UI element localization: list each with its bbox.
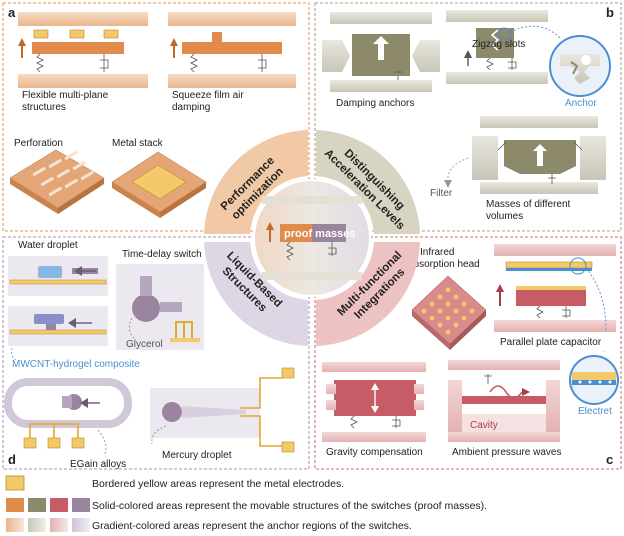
zigzag-slots-diagram: [446, 10, 561, 84]
damping-anchors-label: Damping anchors: [336, 98, 414, 109]
mercury-label: Mercury droplet: [162, 450, 232, 461]
wedge-liquid: [204, 242, 308, 346]
squeeze-film-label: Squeeze film air: [172, 90, 244, 101]
panel-b-letter: b: [606, 5, 614, 20]
mwcnt-diagram: [8, 306, 108, 361]
ambient-pressure-diagram: [448, 360, 560, 460]
metal-stack-plate: [111, 151, 207, 218]
panel-c-frame: [314, 236, 622, 470]
masses-volumes-label: Masses of different: [486, 199, 571, 210]
legend-solid-violet: [72, 498, 90, 512]
legend-electrodes-text: Bordered yellow areas represent the meta…: [92, 478, 344, 490]
time-delay-label: Time-delay switch: [122, 249, 202, 260]
legend-gradient-violet: [72, 518, 90, 532]
legend-solid-olive: [28, 498, 46, 512]
wedge-multifunctional: [316, 242, 420, 346]
flexible-multiplane-label-2: structures: [22, 102, 66, 113]
water-droplet-diagram: [8, 256, 108, 296]
gravity-compensation-label: Gravity compensation: [326, 447, 423, 458]
legend: Bordered yellow areas represent the meta…: [5, 475, 487, 532]
infrared-label: Infrared: [420, 247, 454, 258]
ambient-pressure-label: Ambient pressure waves: [452, 447, 562, 458]
center-hub: [204, 130, 420, 346]
parallel-plate-label: Parallel plate capacitor: [500, 337, 602, 348]
panel-a-letter: a: [8, 5, 16, 20]
panel-c-letter: c: [606, 452, 613, 467]
wedge-performance: [204, 130, 308, 234]
panel-a-frame: [2, 2, 310, 232]
infrared-head-plate: [411, 275, 487, 350]
glycerol-label: Glycerol: [126, 339, 163, 350]
proof-masses-label: proof masses: [284, 228, 356, 240]
filter-label: Filter: [430, 188, 453, 199]
egain-diagram: [4, 378, 132, 457]
legend-electrode-swatch: [5, 475, 25, 491]
squeeze-film-diagram: [168, 12, 296, 88]
panel-a: Flexible multi-plane structures Squeeze …: [9, 12, 296, 218]
masses-volumes-label-2: volumes: [486, 211, 523, 222]
panel-d-frame: [2, 236, 310, 470]
electret-zoom-circle: [569, 355, 619, 405]
legend-solid-text: Solid-colored areas represent the movabl…: [92, 500, 487, 512]
gravity-compensation-diagram: [322, 362, 426, 460]
flexible-multiplane-diagram: [18, 12, 148, 116]
legend-gradient-orange: [6, 518, 24, 532]
legend-gradient-rose: [50, 518, 68, 532]
metal-stack-label: Metal stack: [112, 138, 164, 149]
legend-gradient-gray: [28, 518, 46, 532]
mercury-diagram: [150, 367, 295, 453]
panel-d-letter: d: [8, 452, 16, 467]
flexible-multiplane-label: Flexible multi-plane: [22, 90, 109, 101]
panel-b: Damping anchors Zigzag slots Anchor: [322, 10, 611, 228]
infrared-label-2: absorption head: [408, 259, 480, 270]
damping-anchors-diagram: [322, 12, 440, 112]
cavity-label: Cavity: [470, 420, 498, 431]
masses-volumes-diagram: [444, 116, 606, 228]
time-delay-diagram: [116, 264, 204, 350]
squeeze-film-label-2: damping: [172, 102, 210, 113]
mwcnt-label: MWCNT-hydrogel composite: [12, 359, 140, 370]
legend-solid-rose: [50, 498, 68, 512]
anchor-zoom-circle: [549, 35, 611, 97]
perforation-plate: [9, 149, 105, 214]
anchor-label: Anchor: [565, 98, 597, 109]
zigzag-slots-label: Zigzag slots: [472, 39, 525, 50]
legend-solid-orange: [6, 498, 24, 512]
parallel-plate-diagram: [494, 244, 616, 353]
egain-label: EGain alloys: [70, 459, 126, 470]
panel-b-frame: [314, 2, 622, 232]
legend-gradient-text: Gradient-colored areas represent the anc…: [92, 520, 412, 532]
electret-label: Electret: [578, 406, 612, 417]
water-droplet-label: Water droplet: [18, 240, 78, 251]
wedge-distinguishing: [316, 130, 420, 234]
panel-d: Water droplet MWCNT-hydrogel composite T…: [4, 240, 295, 470]
panel-c: Infrared absorption head: [322, 244, 619, 460]
perforation-label: Perforation: [14, 138, 63, 149]
